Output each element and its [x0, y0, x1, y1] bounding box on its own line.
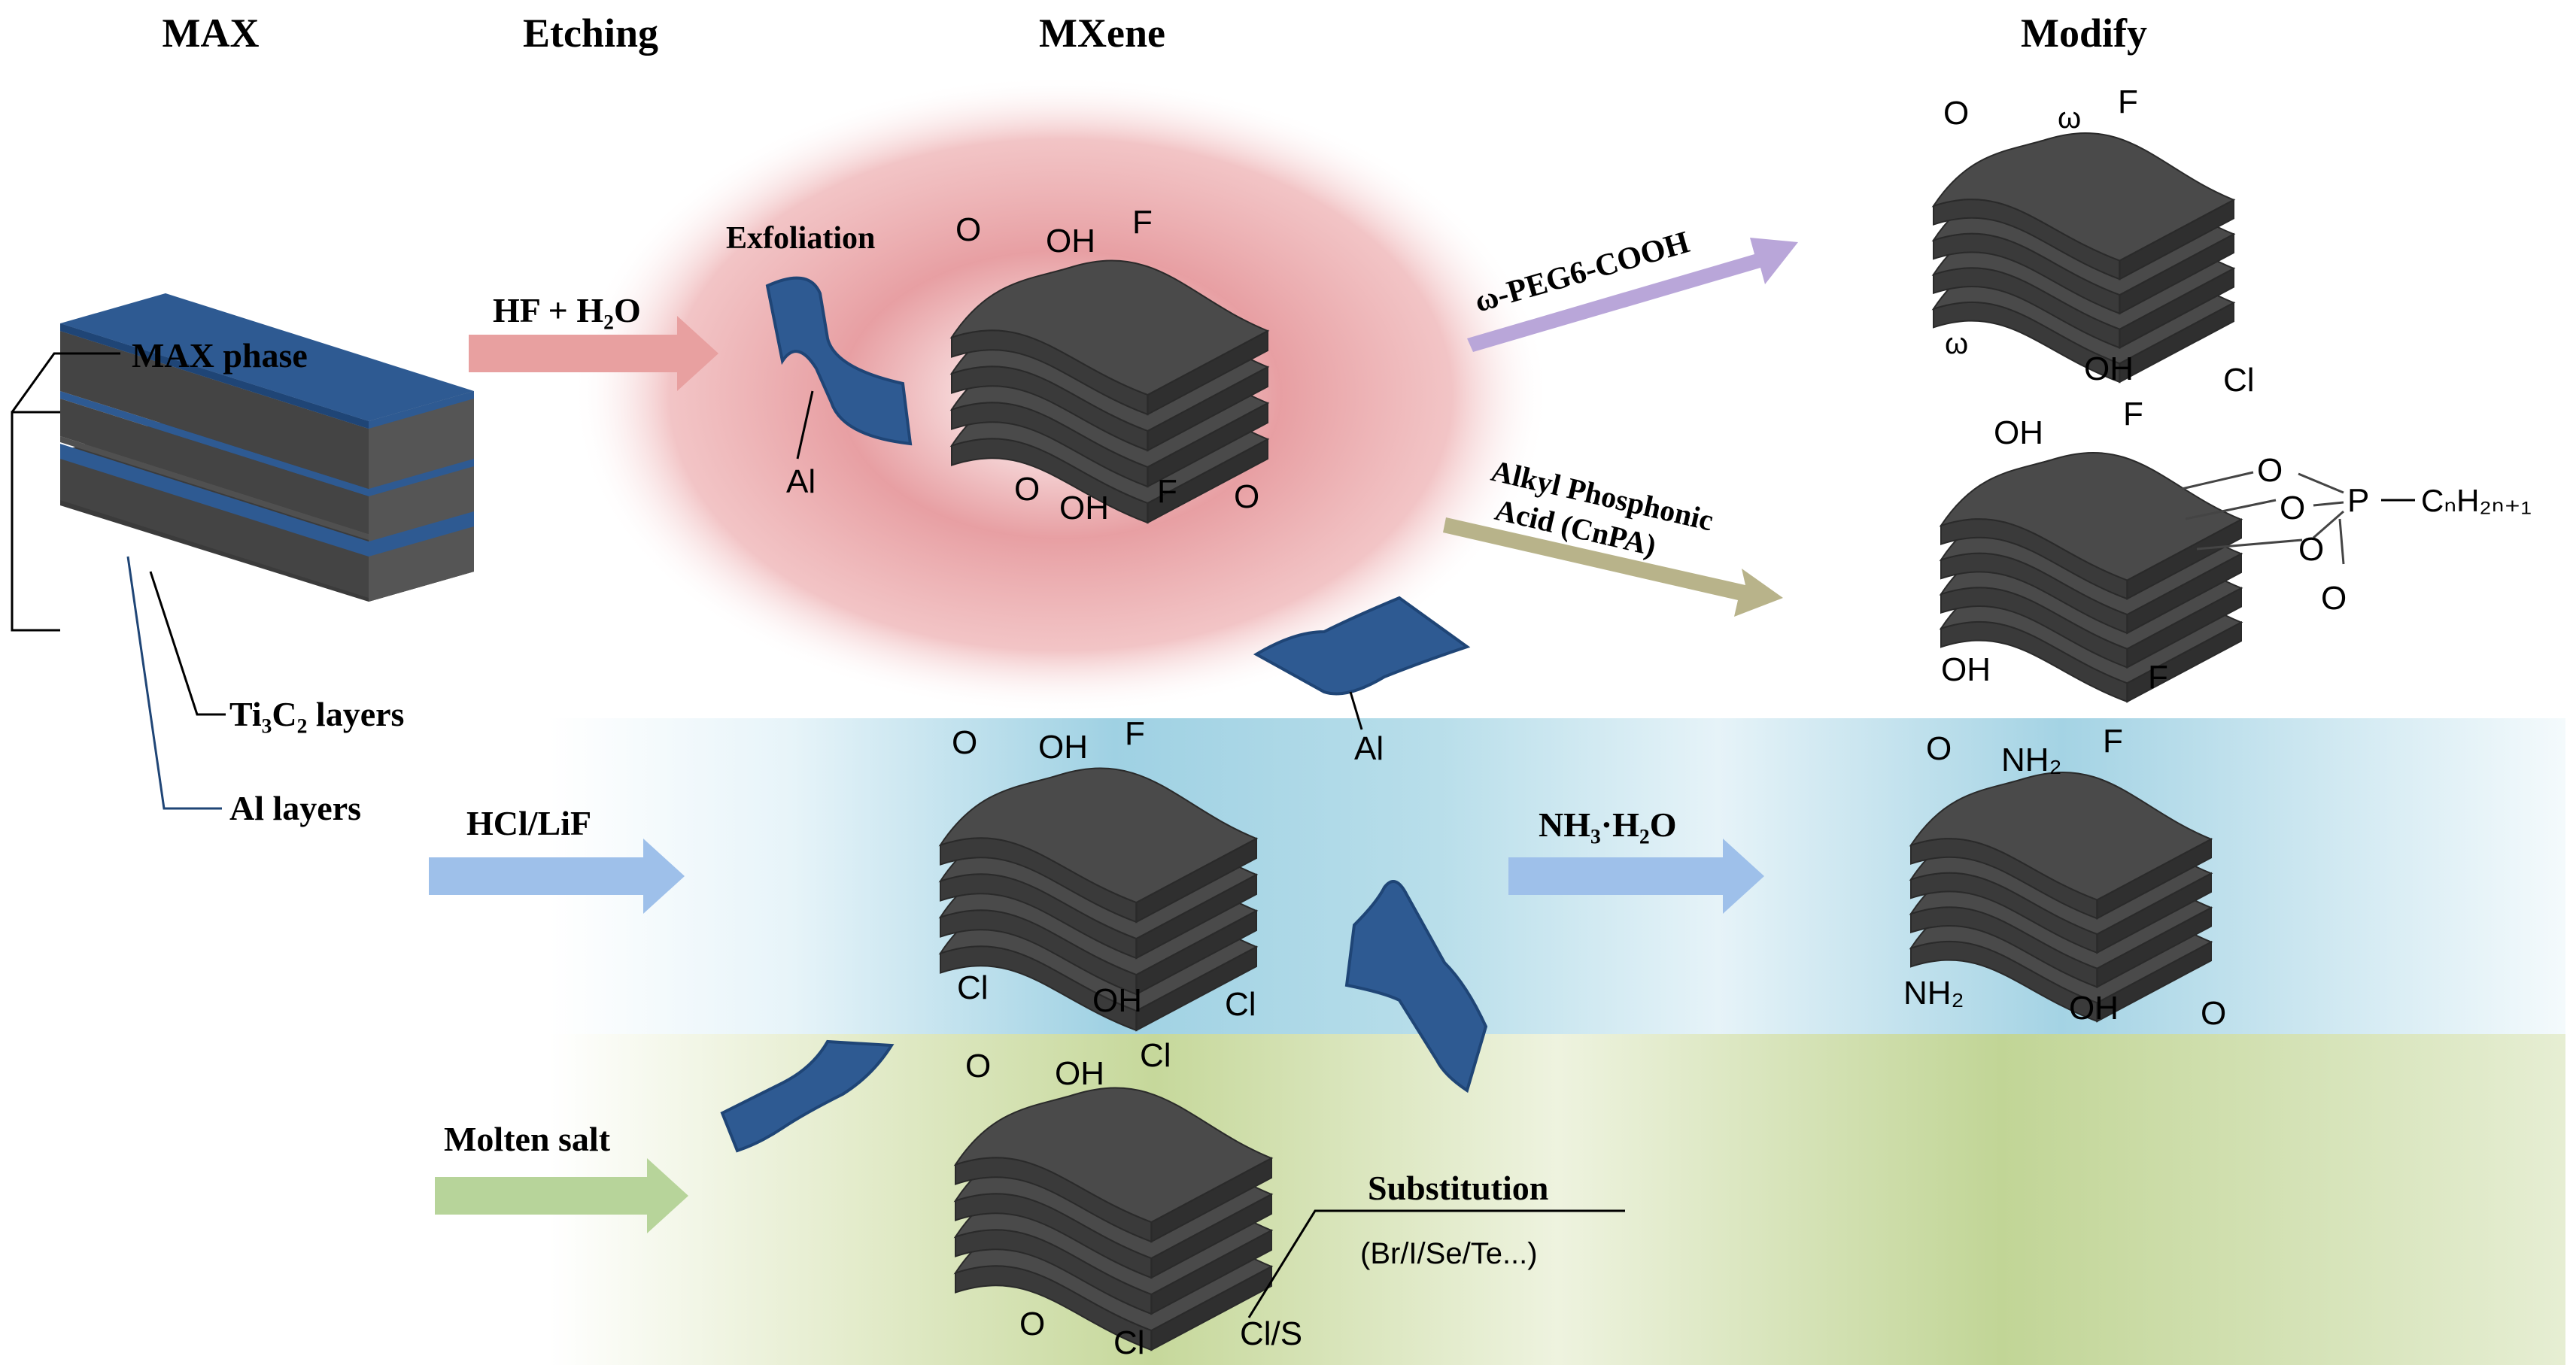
hcl-al-label: Al — [1354, 730, 1384, 767]
peg-top-1: O — [1943, 95, 1969, 132]
molten-arrow — [435, 1158, 688, 1233]
mxene-stack-peg — [1931, 132, 2236, 384]
al-flake-small — [720, 1039, 895, 1153]
al-flake-mid — [1253, 596, 1471, 696]
hcl-arrow — [429, 839, 685, 914]
mxene-sheet — [1939, 451, 2243, 581]
header-mxene: MXene — [1039, 11, 1165, 56]
molten-band — [549, 1034, 2565, 1365]
cnpa-arrow — [1443, 517, 1783, 617]
hcl-bottom-1: Cl — [957, 969, 989, 1006]
phosphonate-o1: O — [2257, 452, 2283, 489]
phosphonate-group — [2181, 471, 2415, 565]
hf-al-label: Al — [786, 463, 816, 500]
mxene-stack-molten — [953, 1087, 1274, 1351]
hcl-top-1: O — [952, 724, 977, 761]
al-flake-large — [1344, 880, 1488, 1094]
peg-bottom-1: ω — [1945, 327, 1968, 360]
mxene-sheet — [953, 1087, 1274, 1224]
exfoliation-label: Exfoliation — [726, 221, 875, 256]
hf-bottom-1: O — [1014, 471, 1040, 508]
phosphonate-o3: O — [2298, 531, 2324, 568]
substitution-elements: (Br/I/Se/Te...) — [1360, 1237, 1538, 1270]
hf-al-flake — [765, 276, 913, 446]
mxene-sheet — [938, 767, 1259, 904]
ammonia-bottom-3: O — [2201, 995, 2226, 1032]
max-phase-block — [60, 293, 474, 602]
phosphonate-p: P — [2347, 482, 2369, 519]
molten-bottom-1: O — [1019, 1306, 1045, 1342]
al-layers-label: Al layers — [229, 789, 361, 827]
cnpa-bottom-2: F — [2148, 659, 2168, 696]
mxene-stack-hf — [949, 259, 1270, 524]
cnpa-bottom-1: OH — [1941, 651, 1991, 688]
mxene-stack-ammonia — [1909, 771, 2213, 1023]
hf-arrow — [469, 316, 718, 391]
molten-bottom-2: Cl — [1113, 1324, 1145, 1361]
hf-bottom-4: O — [1234, 478, 1259, 515]
phosphonate-o2: O — [2280, 490, 2305, 526]
hcl-top-3: F — [1125, 715, 1145, 752]
peg-top-2: ω — [2058, 102, 2081, 135]
molten-bottom-3: Cl/S — [1240, 1315, 1302, 1352]
hcl-top-2: OH — [1038, 729, 1088, 766]
hf-top-1: O — [955, 211, 981, 248]
peg-bottom-2: OH — [2084, 350, 2134, 387]
max-bracket — [11, 411, 60, 632]
header-modify: Modify — [2021, 11, 2147, 56]
hcl-reagent: HCl/LiF — [466, 804, 591, 842]
mxene-sheet — [1931, 132, 2236, 262]
header-etching: Etching — [523, 11, 658, 56]
peg-top-3: F — [2118, 83, 2138, 120]
ammonia-bottom-2: OH — [2069, 990, 2119, 1027]
max-top-face — [60, 293, 474, 421]
substitution-title: Substitution — [1368, 1169, 1548, 1207]
cnpa-top-2: F — [2123, 396, 2143, 432]
phosphonate-o4: O — [2321, 580, 2347, 617]
header-max: MAX — [163, 11, 260, 56]
ammonia-top-2: NH₂ — [2001, 742, 2062, 778]
cnpa-top-1: OH — [1994, 414, 2043, 451]
ti3c2-label: Ti₃C₂ layers — [229, 695, 404, 733]
hf-bottom-2: OH — [1059, 490, 1109, 526]
molten-top-1: O — [965, 1048, 991, 1084]
max-phase-label: MAX phase — [132, 336, 308, 375]
hf-top-2: OH — [1046, 223, 1095, 259]
molten-top-2: OH — [1055, 1055, 1104, 1092]
molten-reagent: Molten salt — [444, 1120, 611, 1158]
mxene-sheet — [1909, 771, 2213, 901]
hf-top-3: F — [1132, 204, 1153, 241]
ammonia-reagent: NH₃·H₂O — [1539, 805, 1676, 844]
mxene-stack-hcl — [938, 767, 1259, 1032]
ammonia-top-3: F — [2103, 723, 2123, 760]
ammonia-bottom-1: NH₂ — [1903, 975, 1964, 1012]
mxene-sheet — [949, 259, 1270, 396]
mxene-stack-cnpa — [1939, 451, 2243, 703]
peg-arrow — [1467, 238, 1798, 352]
ammonia-top-1: O — [1926, 730, 1952, 767]
hcl-bottom-2: OH — [1092, 982, 1142, 1019]
ammonia-arrow — [1508, 839, 1764, 914]
hf-bottom-3: F — [1157, 473, 1177, 510]
peg-bottom-3: Cl — [2223, 362, 2255, 399]
molten-top-3: Cl — [1140, 1037, 1171, 1074]
hcl-bottom-3: Cl — [1225, 986, 1256, 1023]
hf-reagent: HF + H₂O — [493, 291, 641, 329]
phosphonate-chain: CₙH₂ₙ₊₁ — [2421, 483, 2532, 518]
